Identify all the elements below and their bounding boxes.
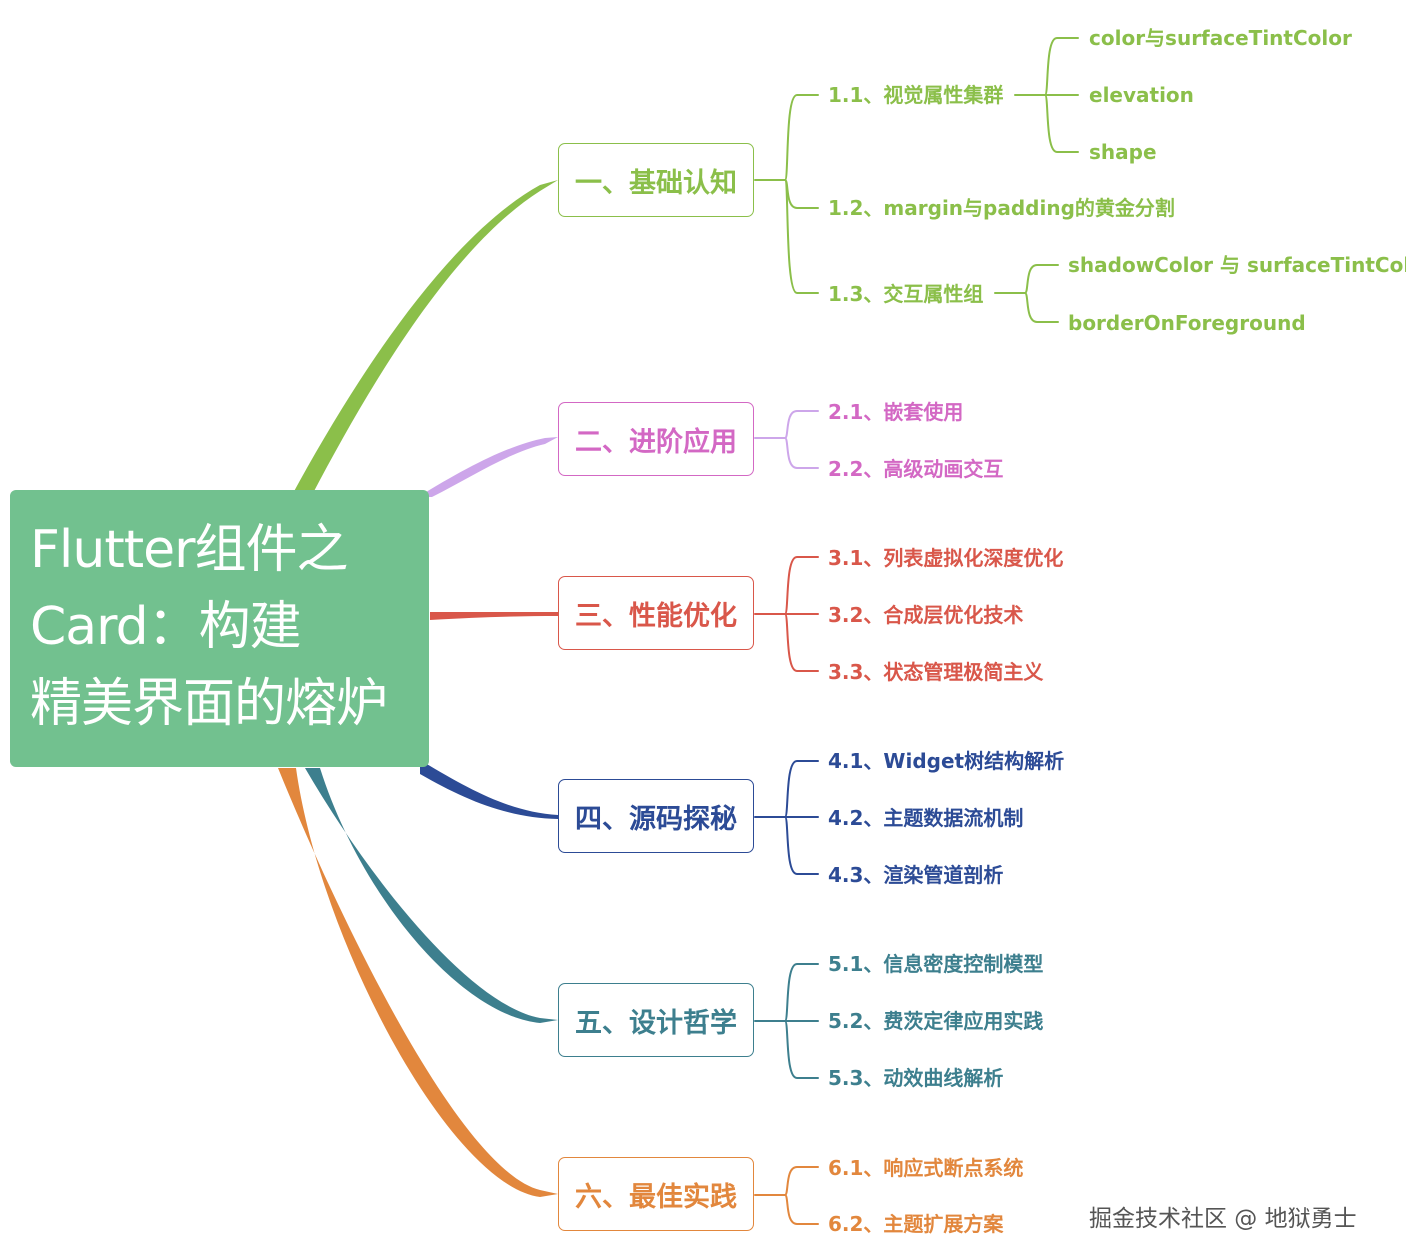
root-topic-line-2: Card：构建 <box>30 597 302 657</box>
bracket-branch-1-1 <box>784 94 819 181</box>
bracket-branch-5-3 <box>784 1020 819 1079</box>
bracket-branch-6-1 <box>784 1166 819 1196</box>
root-topic-line-3: 精美界面的熔炉 <box>30 674 388 734</box>
bracket-branch-4-1 <box>784 760 819 818</box>
leaf-3-3[interactable]: 3.3、状态管理极简主义 <box>828 660 1044 684</box>
bracket-branch-2-2 <box>784 437 819 469</box>
leaf-3-2[interactable]: 3.2、合成层优化技术 <box>828 603 1024 627</box>
leaf-4-3[interactable]: 4.3、渲染管道剖析 <box>828 863 1004 887</box>
leaf-5-1[interactable]: 5.1、信息密度控制模型 <box>828 952 1044 976</box>
link-root-branch-4 <box>420 760 558 819</box>
bracket-branch-1-3 <box>784 179 819 294</box>
watermark: 掘金技术社区 @ 地狱勇士 <box>1089 1206 1357 1232</box>
leaf-1-3-2[interactable]: borderOnForeground <box>1068 311 1306 335</box>
bracket-branch-3-1 <box>784 556 819 615</box>
link-root-branch-5 <box>305 768 558 1023</box>
leaf-1-3[interactable]: 1.3、交互属性组 <box>828 282 984 306</box>
link-root-branch-6 <box>278 768 558 1197</box>
leaf-5-2[interactable]: 5.2、费茨定律应用实践 <box>828 1009 1044 1033</box>
bracket-branch-6-2 <box>784 1194 819 1225</box>
root-topic: Flutter组件之 Card：构建 精美界面的熔炉 <box>10 490 429 767</box>
branch-design[interactable]: 五、设计哲学 <box>558 983 754 1057</box>
leaf-1-1[interactable]: 1.1、视觉属性集群 <box>828 83 1004 107</box>
branch-advanced[interactable]: 二、进阶应用 <box>558 402 754 476</box>
bracket-leaf-1-3-2 <box>1024 292 1059 323</box>
branch-performance[interactable]: 三、性能优化 <box>558 576 754 650</box>
bracket-branch-5-1 <box>784 963 819 1022</box>
link-root-branch-2 <box>418 437 558 497</box>
leaf-1-1-1[interactable]: color与surfaceTintColor <box>1089 26 1352 50</box>
bracket-branch-2-1 <box>784 410 819 439</box>
leaf-5-3[interactable]: 5.3、动效曲线解析 <box>828 1066 1004 1090</box>
link-root-branch-1 <box>292 180 558 495</box>
root-topic-line-1: Flutter组件之 <box>30 520 348 580</box>
leaf-1-2[interactable]: 1.2、margin与padding的黄金分割 <box>828 196 1175 220</box>
bracket-branch-4-3 <box>784 816 819 875</box>
bracket-leaf-1-1-1 <box>1044 37 1079 96</box>
leaf-2-1[interactable]: 2.1、嵌套使用 <box>828 400 964 424</box>
branch-source[interactable]: 四、源码探秘 <box>558 779 754 853</box>
leaf-3-1[interactable]: 3.1、列表虚拟化深度优化 <box>828 546 1064 570</box>
leaf-4-2[interactable]: 4.2、主题数据流机制 <box>828 806 1024 830</box>
branch-practice[interactable]: 六、最佳实践 <box>558 1157 754 1231</box>
leaf-6-1[interactable]: 6.1、响应式断点系统 <box>828 1156 1024 1180</box>
branch-basics[interactable]: 一、基础认知 <box>558 143 754 217</box>
leaf-1-3-1[interactable]: shadowColor 与 surfaceTintColor <box>1068 253 1406 277</box>
leaf-6-2[interactable]: 6.2、主题扩展方案 <box>828 1212 1004 1236</box>
leaf-2-2[interactable]: 2.2、高级动画交互 <box>828 457 1004 481</box>
bracket-branch-1-2 <box>784 179 819 209</box>
leaf-1-1-3[interactable]: shape <box>1089 140 1157 164</box>
leaf-4-1[interactable]: 4.1、Widget树结构解析 <box>828 749 1065 773</box>
bracket-leaf-1-1-3 <box>1044 94 1079 153</box>
bracket-branch-3-3 <box>784 613 819 672</box>
link-root-branch-3 <box>430 612 558 620</box>
bracket-leaf-1-3-1 <box>1024 264 1059 294</box>
leaf-1-1-2[interactable]: elevation <box>1089 83 1194 107</box>
